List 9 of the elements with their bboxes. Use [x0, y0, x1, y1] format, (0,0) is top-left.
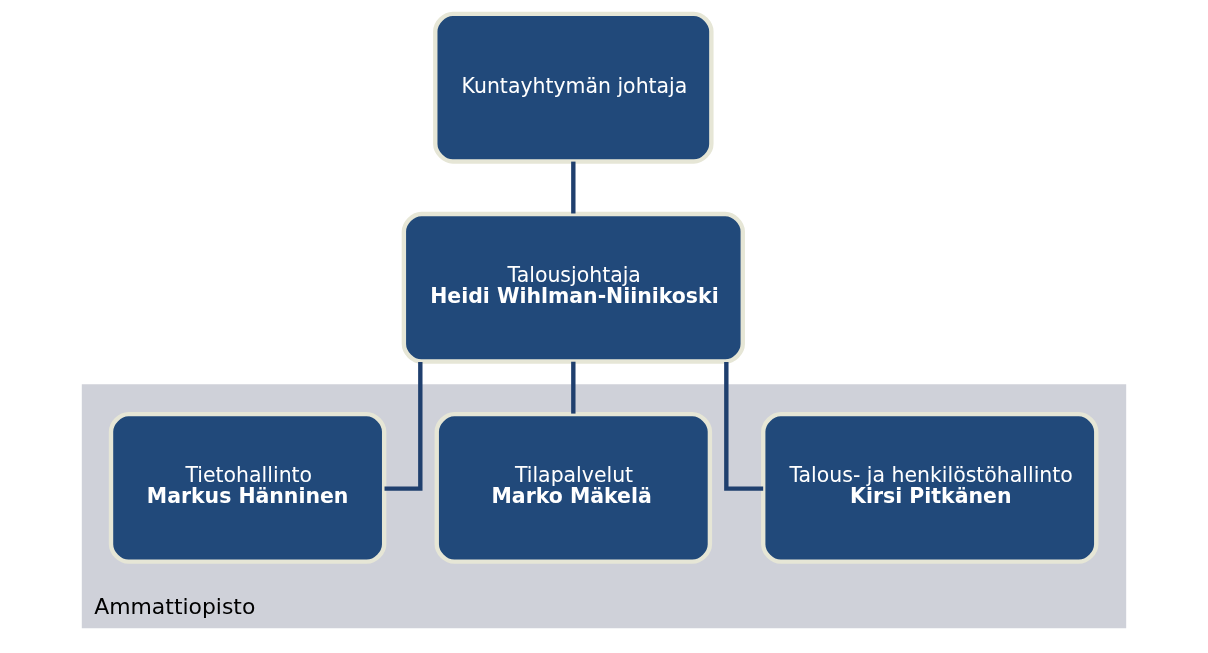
node-box: Talous- ja henkilöstöhallinto Kirsi Pitkänen — [761, 411, 1099, 564]
connector — [571, 161, 576, 214]
node-box: Tilapalvelut Marko Mäkelä — [434, 411, 713, 564]
connector — [384, 362, 423, 491]
node-box: Talousjohtaja Heidi Wihlman-Niinikoski — [401, 211, 745, 364]
connector — [724, 362, 764, 491]
node-box: Kuntayhtymän johtaja — [433, 11, 714, 164]
connector — [571, 361, 576, 414]
node-box: Tietohallinto Markus Hänninen — [108, 411, 387, 564]
